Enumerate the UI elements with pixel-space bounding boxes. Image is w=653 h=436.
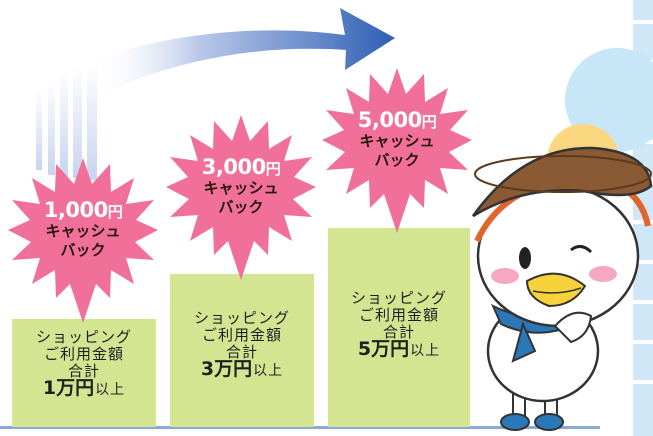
tier-card-3: ショッピング ご利用金額 合計 5万円以上 — [328, 228, 470, 427]
cashback-burst-icon — [322, 68, 472, 233]
burst1-line1: キャッシュ — [45, 222, 121, 240]
tier-card-2: ショッピング ご利用金額 合計 3万円以上 — [170, 274, 314, 427]
burst1-amount: 1,000 — [43, 198, 108, 222]
cashback-burst-icon — [8, 158, 158, 323]
tier2-suffix: 以上 — [253, 363, 284, 379]
tier3-unit: 円 — [390, 338, 411, 360]
tier1-suffix: 以上 — [95, 382, 126, 398]
burst3-line2: バック — [374, 151, 420, 169]
tier1-line2: ご利用金額 — [43, 345, 124, 363]
duck-mascot-icon — [471, 146, 653, 431]
burst1-unit: 円 — [107, 203, 123, 221]
faded-bars — [36, 62, 97, 180]
cashback-burst-1: 1,000円 キャッシュ バック — [8, 158, 158, 323]
tier3-suffix: 以上 — [410, 343, 441, 359]
tier1-line3: 合計 — [67, 362, 100, 380]
tier1-unit: 円 — [75, 377, 96, 399]
tier2-line2: ご利用金額 — [201, 326, 282, 344]
tier2-amount: 3万 — [200, 358, 234, 380]
cashback-burst-3: 5,000円 キャッシュ バック — [322, 68, 472, 233]
burst1-line2: バック — [60, 241, 106, 259]
cashback-burst-2: 3,000円 キャッシュ バック — [166, 115, 316, 280]
tier3-line1: ショッピング — [350, 289, 447, 307]
tier2-line3: 合計 — [225, 343, 258, 361]
growth-arrow-icon — [92, 8, 395, 95]
burst2-amount: 3,000 — [201, 155, 266, 179]
cashback-burst-icon — [166, 115, 316, 280]
burst2-line2: バック — [218, 198, 264, 216]
burst3-line1: キャッシュ — [359, 132, 435, 150]
tier1-amount: 1万 — [42, 377, 76, 399]
burst3-amount: 5,000 — [357, 108, 422, 132]
tier2-line1: ショッピング — [193, 309, 290, 327]
burst3-unit: 円 — [421, 113, 437, 131]
tier3-amount: 5万 — [357, 338, 391, 360]
burst2-unit: 円 — [265, 160, 281, 178]
burst2-line1: キャッシュ — [203, 179, 279, 197]
tier3-line3: 合計 — [382, 323, 415, 341]
tier2-unit: 円 — [233, 358, 254, 380]
tier3-line2: ご利用金額 — [358, 306, 439, 324]
tier-card-1: ショッピング ご利用金額 合計 1万円以上 — [12, 319, 156, 427]
tier1-line1: ショッピング — [35, 328, 132, 346]
